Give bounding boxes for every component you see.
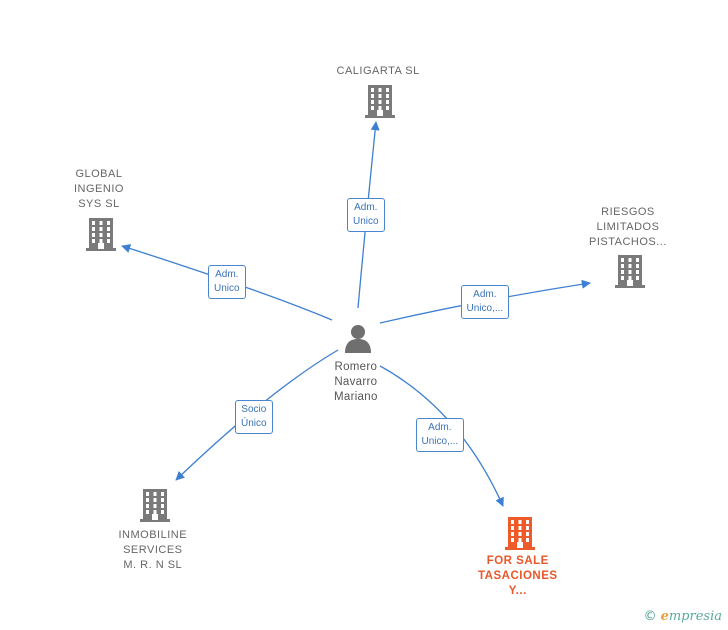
company-label-line: RIESGOS — [601, 206, 655, 218]
building-icon[interactable] — [364, 84, 396, 123]
relation-badge-line: Unico — [353, 216, 379, 227]
relation-badge-global[interactable]: Adm. Unico — [208, 265, 246, 299]
company-label-forsale[interactable]: FOR SALE TASACIONES Y... — [478, 554, 558, 599]
person-name-line: Mariano — [334, 391, 378, 403]
brand-name: mpresia — [668, 609, 722, 624]
company-label-line: FOR SALE — [486, 555, 549, 567]
company-label-inmobiline[interactable]: INMOBILINE SERVICES M. R. N SL — [119, 528, 188, 573]
relation-badge-line: Unico,... — [421, 436, 459, 447]
relation-badge-line: Adm. — [428, 422, 452, 433]
company-label-line: GLOBAL — [75, 168, 123, 180]
relation-badge-line: Unico,... — [466, 303, 504, 314]
relation-badge-caligarta[interactable]: Adm. Unico — [347, 198, 385, 232]
company-label-caligarta[interactable]: CALIGARTA SL — [337, 64, 420, 79]
relation-badge-riesgos[interactable]: Adm. Unico,... — [460, 285, 510, 319]
company-label-line: CALIGARTA SL — [336, 65, 420, 77]
company-label-line: M. R. N SL — [123, 559, 183, 571]
person-icon[interactable] — [343, 323, 373, 358]
company-label-line: Y... — [508, 585, 527, 597]
relation-badge-line: Adm. — [473, 289, 497, 300]
relation-badge-line: Socio — [241, 404, 267, 415]
company-label-line: SYS SL — [78, 198, 120, 210]
relation-badge-line: Único — [241, 418, 267, 429]
empresia-watermark: ©empresia — [644, 609, 722, 624]
company-label-global[interactable]: GLOBAL INGENIO SYS SL — [74, 167, 124, 212]
relation-badge-forsale[interactable]: Adm. Unico,... — [415, 418, 465, 452]
company-label-line: TASACIONES — [478, 570, 558, 582]
relation-badge-line: Unico — [214, 283, 240, 294]
person-name-line: Romero — [334, 361, 378, 373]
building-icon[interactable] — [504, 516, 536, 555]
relation-badge-line: Adm. — [215, 269, 239, 280]
company-label-line: INGENIO — [74, 183, 124, 195]
company-label-line: LIMITADOS — [596, 221, 660, 233]
relation-badge-line: Adm. — [354, 202, 378, 213]
company-label-riesgos[interactable]: RIESGOS LIMITADOS PISTACHOS... — [589, 205, 667, 250]
company-label-line: SERVICES — [123, 544, 183, 556]
company-label-line: INMOBILINE — [118, 529, 188, 541]
building-icon[interactable] — [85, 217, 117, 256]
building-icon[interactable] — [139, 488, 171, 527]
building-icon[interactable] — [614, 254, 646, 293]
brand-initial: e — [660, 609, 669, 624]
company-label-line: PISTACHOS... — [589, 236, 667, 248]
copyright-symbol: © — [643, 609, 657, 624]
person-name-line: Navarro — [334, 376, 378, 388]
